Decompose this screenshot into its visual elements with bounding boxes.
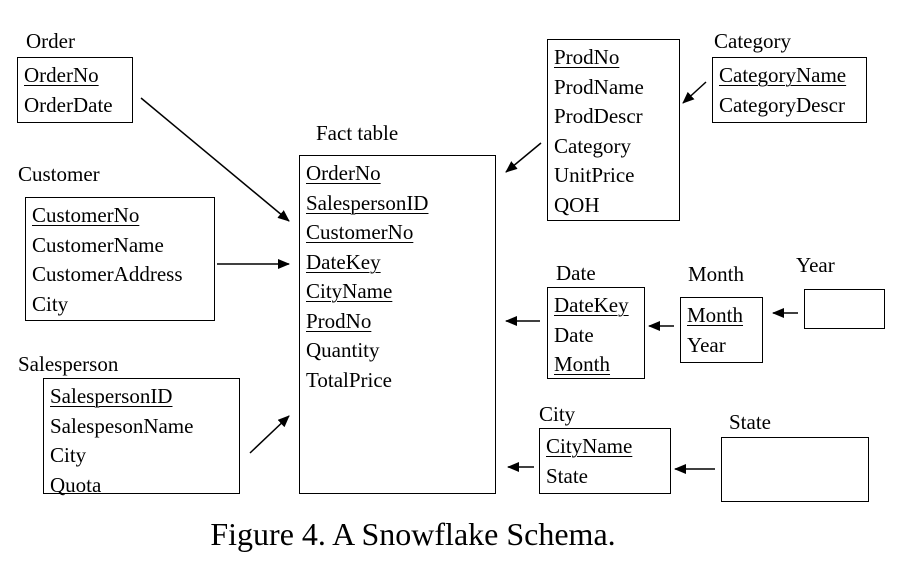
attribute-salesperson: City [50,443,87,467]
figure-caption: Figure 4. A Snowflake Schema. [210,516,616,552]
attribute-customer: CustomerAddress [32,262,183,286]
key-attribute-fact: DateKey [306,249,381,274]
key-attribute-customer: CustomerNo [32,203,140,227]
table-title-order: Order [26,29,75,53]
key-attribute-date: DateKey [554,293,629,317]
attribute-salesperson: SalespesonName [50,413,194,438]
key-attribute-category: CategoryName [719,63,847,87]
attribute-product: ProdDescr [554,104,643,128]
attribute-customer: CustomerName [32,232,164,257]
attribute-customer: City [32,291,69,316]
table-title-salesperson: Salesperson [18,352,119,376]
arrow-category-to-product [682,81,707,104]
attribute-product: QOH [554,192,600,217]
attribute-fact: Quantity [306,338,380,362]
attribute-date: Date [554,322,594,347]
arrow-order-to-fact [140,97,290,222]
key-attribute-date: Month [554,352,611,376]
table-box-state [721,437,869,502]
table-title-city: City [539,402,576,426]
key-attribute-fact: SalespersonID [306,190,429,215]
arrow-salesperson-to-fact [249,415,290,454]
attribute-product: UnitPrice [554,163,635,187]
table-title-customer: Customer [18,162,100,186]
attribute-product: ProdName [554,74,644,99]
attribute-city: State [546,463,588,488]
key-attribute-fact: CustomerNo [306,220,414,244]
attribute-salesperson: Quota [50,472,102,497]
table-title-fact: Fact table [316,121,399,145]
table-title-state: State [729,410,771,434]
key-attribute-fact: ProdNo [306,308,372,333]
key-attribute-fact: CityName [306,279,393,303]
key-attribute-fact: OrderNo [306,161,381,185]
attribute-category: CategoryDescr [719,92,845,117]
table-box-year [804,289,885,329]
table-title-category: Category [714,29,791,53]
arrow-product-to-fact [505,142,542,173]
attribute-order: OrderDate [24,92,113,117]
attribute-fact: TotalPrice [306,367,392,392]
key-attribute-month: Month [687,303,744,327]
key-attribute-city: CityName [546,434,633,458]
table-title-month: Month [688,262,745,286]
attribute-month: Year [687,332,726,357]
key-attribute-order: OrderNo [24,63,99,87]
table-title-year: Year [796,253,835,277]
key-attribute-salesperson: SalespersonID [50,384,173,408]
attribute-product: Category [554,133,631,158]
table-title-date: Date [556,261,596,285]
key-attribute-product: ProdNo [554,45,620,69]
